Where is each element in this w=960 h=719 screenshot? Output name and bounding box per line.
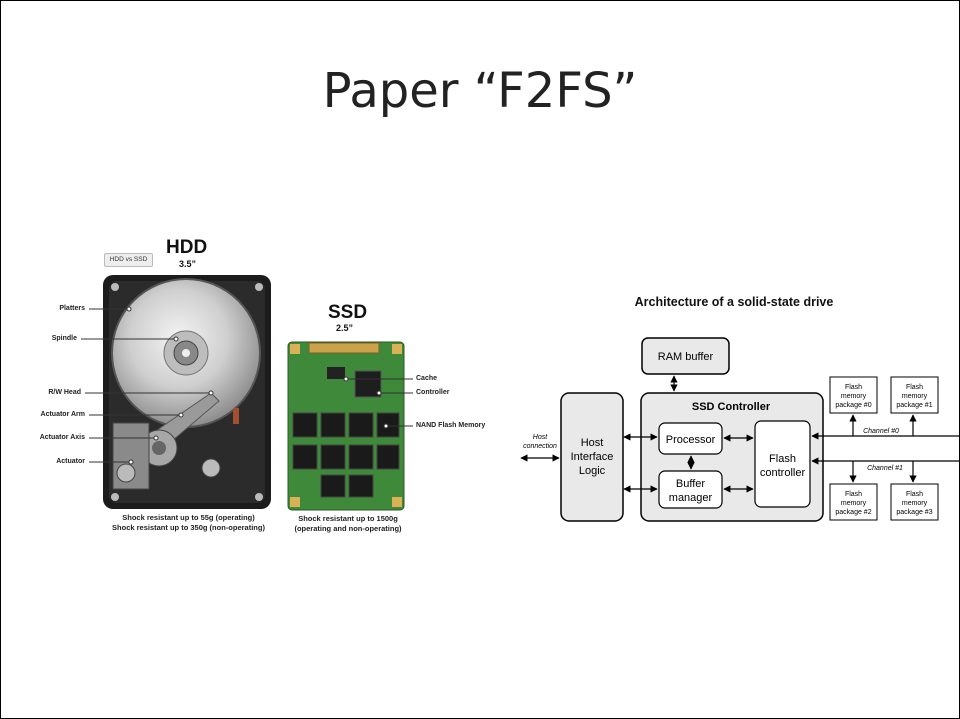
buffer-manager-box xyxy=(658,470,723,509)
hdd-label-actuator: Actuator xyxy=(56,458,85,465)
architecture-title: Architecture of a solid-state drive xyxy=(635,295,834,309)
ssd-label-nand-flash-memory: NAND Flash Memory xyxy=(416,422,486,429)
hdd-illustration xyxy=(103,275,271,509)
host-interface-logic-box xyxy=(560,392,624,522)
ram-buffer-label: RAM buffer xyxy=(658,351,714,363)
flash-package-2-box xyxy=(829,483,878,521)
flash-package-0-l2: memory xyxy=(841,393,867,400)
flash-package-1-l3: package #1 xyxy=(896,402,932,409)
ssd-shock-line-1: Shock resistant up to 1500g xyxy=(298,514,398,523)
flash-package-2-l2: memory xyxy=(841,500,867,507)
ssd-shock-note: Shock resistant up to 1500g (operating a… xyxy=(283,514,413,534)
ssd-shock-line-2: (operating and non-operating) xyxy=(294,524,402,533)
processor-box xyxy=(658,422,723,455)
host-interface-label-2: Interface xyxy=(571,451,614,463)
hdd-label-spindle: Spindle xyxy=(51,335,77,342)
hdd-label-platters: Platters xyxy=(59,305,85,312)
flash-package-2-l3: package #2 xyxy=(835,509,871,516)
slide-title: Paper “F2FS” xyxy=(322,63,638,119)
ssd-illustration xyxy=(287,341,405,511)
flash-controller-label-2: controller xyxy=(760,467,806,479)
flash-controller-label-1: Flash xyxy=(769,453,796,465)
hdd-label-actuator-arm: Actuator Arm xyxy=(40,411,85,418)
flash-package-3-l1: Flash xyxy=(906,491,923,498)
buffer-manager-label-1: Buffer xyxy=(676,478,705,490)
host-connection-label-1: Host xyxy=(533,434,548,441)
ssd-heading: SSD xyxy=(328,302,368,323)
ssd-size: 2.5” xyxy=(336,323,354,333)
host-connection-label-2: connection xyxy=(523,443,557,450)
hdd-vs-ssd-badge: HDD vs SSD xyxy=(104,253,153,267)
channel-1-label: Channel #1 xyxy=(867,465,903,472)
flash-package-3-l3: package #3 xyxy=(896,509,932,516)
ssd-label-cache: Cache xyxy=(416,375,438,382)
hdd-shock-note: Shock resistant up to 55g (operating) Sh… xyxy=(101,513,276,533)
ssd-controller-label: SSD Controller xyxy=(692,401,771,413)
flash-package-0-l3: package #0 xyxy=(835,402,871,409)
hdd-label-actuator-axis: Actuator Axis xyxy=(39,434,85,441)
hdd-shock-line-2: Shock resistant up to 350g (non-operatin… xyxy=(112,523,265,532)
flash-package-0-l1: Flash xyxy=(845,384,862,391)
buffer-manager-label-2: manager xyxy=(669,492,713,504)
channel-0-label: Channel #0 xyxy=(863,428,899,435)
host-interface-label-1: Host xyxy=(581,437,604,449)
flash-package-3-l2: memory xyxy=(902,500,928,507)
hdd-heading: HDD xyxy=(166,237,208,258)
hdd-label-rw-head: R/W Head xyxy=(48,389,81,396)
flash-package-1-l1: Flash xyxy=(906,384,923,391)
ssd-label-controller: Controller xyxy=(416,389,450,396)
flash-package-1-l2: memory xyxy=(902,393,928,400)
host-interface-label-3: Logic xyxy=(579,465,606,477)
flash-controller-box xyxy=(754,420,811,508)
processor-label: Processor xyxy=(666,434,716,446)
flash-package-0-box xyxy=(829,376,878,414)
flash-package-2-l1: Flash xyxy=(845,491,862,498)
hdd-shock-line-1: Shock resistant up to 55g (operating) xyxy=(122,513,255,522)
hdd-size: 3.5” xyxy=(179,259,197,269)
flash-package-3-box xyxy=(890,483,939,521)
flash-package-1-box xyxy=(890,376,939,414)
ram-buffer-box xyxy=(641,337,730,375)
